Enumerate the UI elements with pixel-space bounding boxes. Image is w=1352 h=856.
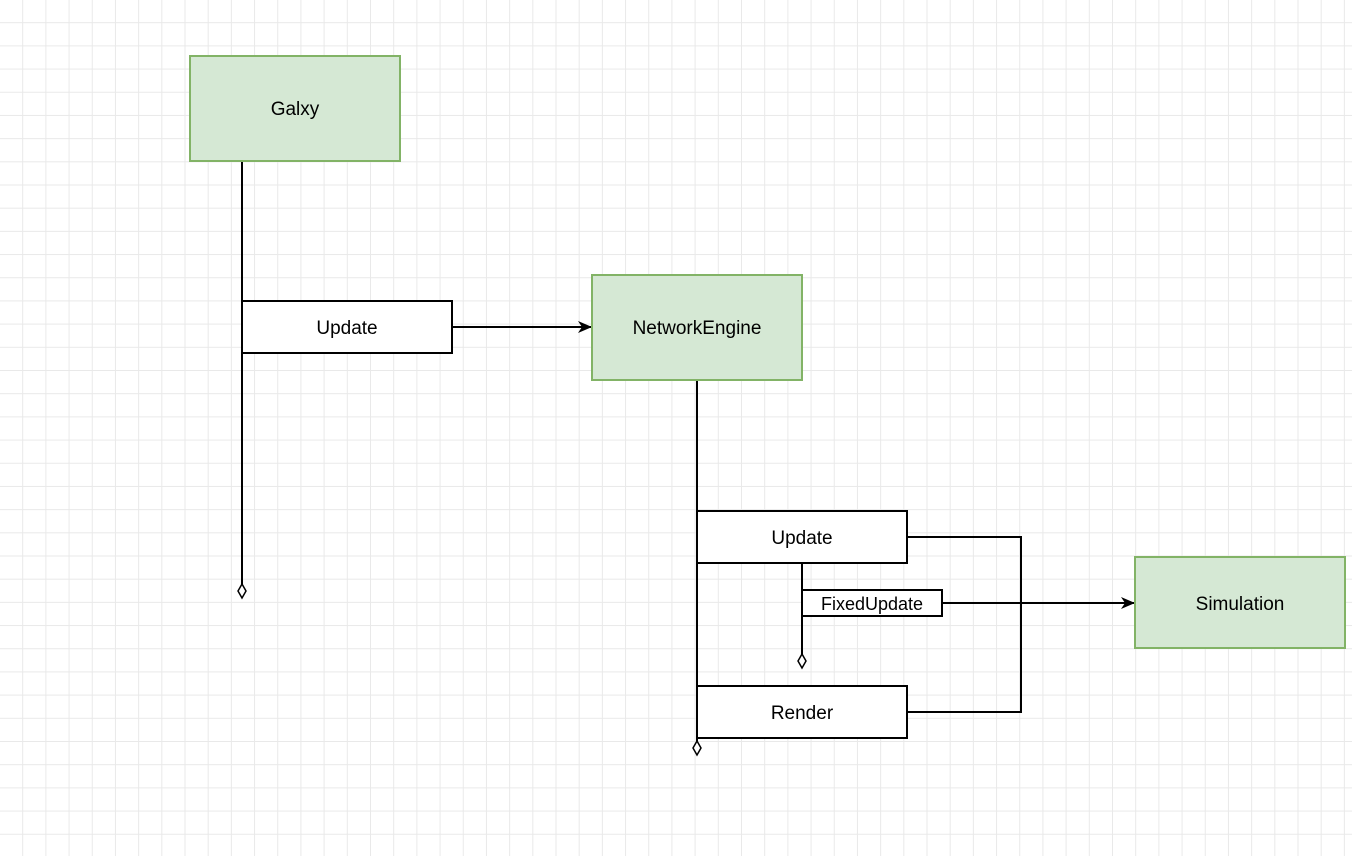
entity-galxy[interactable]: Galxy [189,55,401,162]
method-engine-fixed-update-label: FixedUpdate [821,594,923,614]
entity-network-engine-label: NetworkEngine [633,318,762,339]
method-engine-render[interactable]: Render [696,685,908,739]
entity-simulation-label: Simulation [1196,594,1285,615]
method-engine-fixed-update[interactable]: FixedUpdate [801,589,943,617]
entity-network-engine[interactable]: NetworkEngine [591,274,803,381]
engine-update-lifeline-end-diamond [797,652,807,670]
connector-update-render-to-simulation [907,536,1022,713]
network-engine-lifeline-end-diamond [692,739,702,757]
method-galxy-update-label: Update [316,318,377,339]
galxy-lifeline-end-diamond [237,582,247,600]
method-galxy-update[interactable]: Update [241,300,453,354]
galxy-lifeline [237,161,247,600]
method-engine-update[interactable]: Update [696,510,908,564]
method-engine-update-label: Update [771,528,832,549]
entity-galxy-label: Galxy [271,99,320,120]
entity-simulation[interactable]: Simulation [1134,556,1346,649]
method-engine-render-label: Render [771,703,834,724]
